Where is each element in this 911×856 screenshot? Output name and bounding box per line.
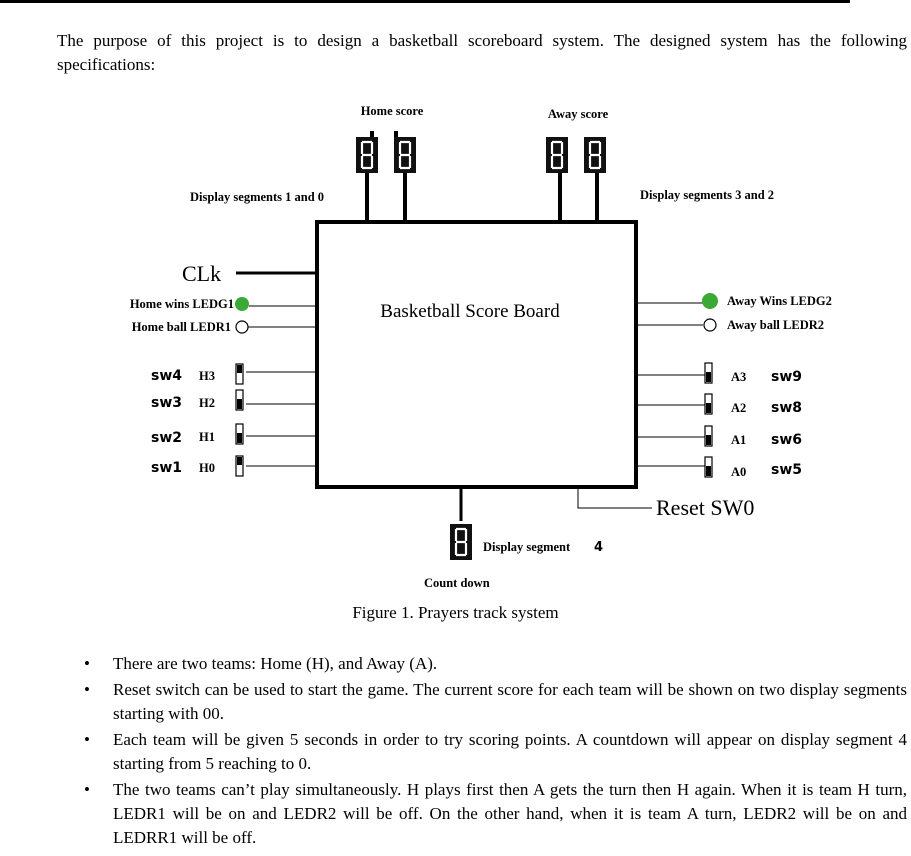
away-switches: A3 sw9 A2 sw8 A1 sw6 A0 sw5: [636, 362, 802, 479]
display-segment-4-number: 4: [594, 540, 603, 555]
figure-caption: Figure 1. Prayers track system: [352, 603, 559, 622]
home-ball-led: [235, 320, 249, 334]
list-item: • Each team will be given 5 seconds in or…: [57, 728, 907, 776]
board-title: Basketball Score Board: [380, 301, 560, 322]
away-switch-bit: A2: [731, 401, 746, 415]
bullet-icon: •: [84, 680, 90, 699]
board-box: [315, 220, 638, 489]
reset-line: [577, 487, 652, 509]
home-switch-bit: H2: [199, 396, 215, 410]
list-item-text: There are two teams: Home (H), and Away …: [113, 654, 438, 673]
list-item: • Reset switch can be used to start the g…: [57, 678, 907, 726]
intro-paragraph: The purpose of this project is to design…: [57, 31, 907, 74]
display-segment-4-label: Display segment: [483, 540, 571, 554]
home-switch-bit: H1: [199, 430, 215, 444]
home-switch-label: sw2: [151, 430, 182, 446]
home-switch-label: sw3: [151, 395, 182, 411]
away-switch-bit: A1: [731, 433, 746, 447]
home-score-label: Home score: [361, 104, 424, 118]
clk-label: CLk: [182, 261, 221, 286]
away-switch-label: sw8: [771, 400, 802, 416]
list-item-text: Each team will be given 5 seconds in ord…: [113, 730, 907, 773]
bullet-icon: •: [84, 730, 90, 749]
away-ball-led: [703, 318, 717, 332]
home-score-display: [354, 131, 418, 222]
top-rule: [0, 0, 850, 3]
away-score-label: Away score: [548, 107, 609, 121]
home-switch-label: sw1: [151, 460, 182, 476]
home-wins-led: [235, 297, 249, 311]
away-score-display: [544, 135, 608, 222]
home-switch-bit: H0: [199, 461, 215, 475]
away-switch-bit: A3: [731, 370, 746, 384]
countdown-label: Count down: [424, 576, 490, 590]
spec-list: • There are two teams: Home (H), and Away…: [57, 652, 907, 852]
home-switches: sw4 H3 sw3 H2 sw2 H1 sw1 H0: [151, 363, 317, 477]
list-item-text: Reset switch can be used to start the ga…: [113, 680, 907, 723]
away-switch-label: sw5: [771, 462, 802, 478]
bullet-icon: •: [84, 654, 90, 673]
away-wins-led: [702, 293, 718, 309]
list-item: • There are two teams: Home (H), and Away…: [57, 652, 907, 676]
list-item-text: The two teams can’t play simultaneously.…: [113, 780, 907, 847]
home-ball-label: Home ball LEDR1: [132, 320, 231, 334]
scoreboard-diagram: Home score Away score Display segments 1…: [130, 104, 832, 590]
reset-label: Reset SW0: [656, 495, 754, 520]
bullet-icon: •: [84, 780, 90, 799]
away-switch-label: sw9: [771, 369, 802, 385]
away-wins-label: Away Wins LEDG2: [727, 294, 832, 308]
display-segments-10-label: Display segments 1 and 0: [190, 190, 324, 204]
away-switch-bit: A0: [731, 465, 746, 479]
display-segments-32-label: Display segments 3 and 2: [640, 188, 774, 202]
list-item: • The two teams can’t play simultaneously…: [57, 778, 907, 850]
home-wins-label: Home wins LEDG1: [130, 297, 234, 311]
away-switch-label: sw6: [771, 432, 802, 448]
away-ball-label: Away ball LEDR2: [727, 318, 824, 332]
home-switch-bit: H3: [199, 369, 215, 383]
countdown-display: [448, 522, 474, 562]
home-switch-label: sw4: [151, 368, 182, 384]
